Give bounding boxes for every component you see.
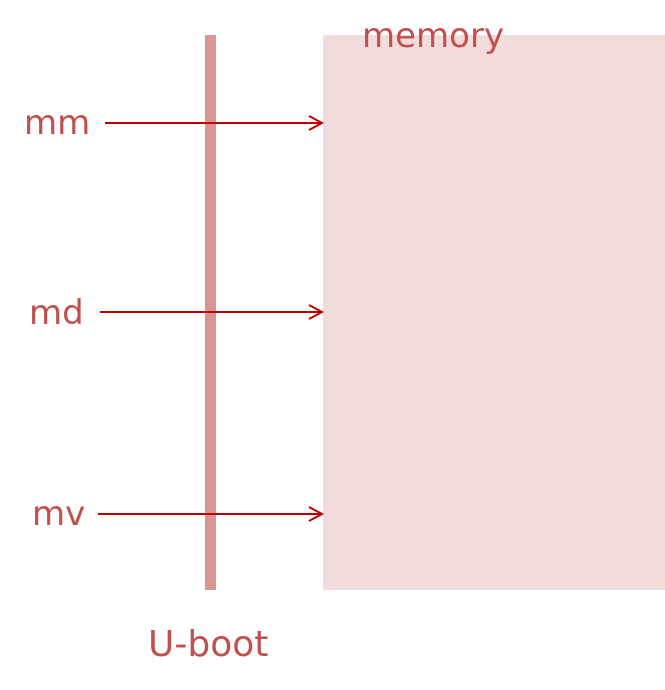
uboot-bar (205, 35, 216, 590)
command-label-mm: mm (24, 103, 91, 143)
uboot-label: U-boot (148, 624, 269, 665)
memory-block (323, 35, 665, 590)
command-label-mv: mv (32, 494, 86, 534)
command-label-md: md (29, 293, 84, 333)
memory-label: memory (362, 16, 505, 56)
